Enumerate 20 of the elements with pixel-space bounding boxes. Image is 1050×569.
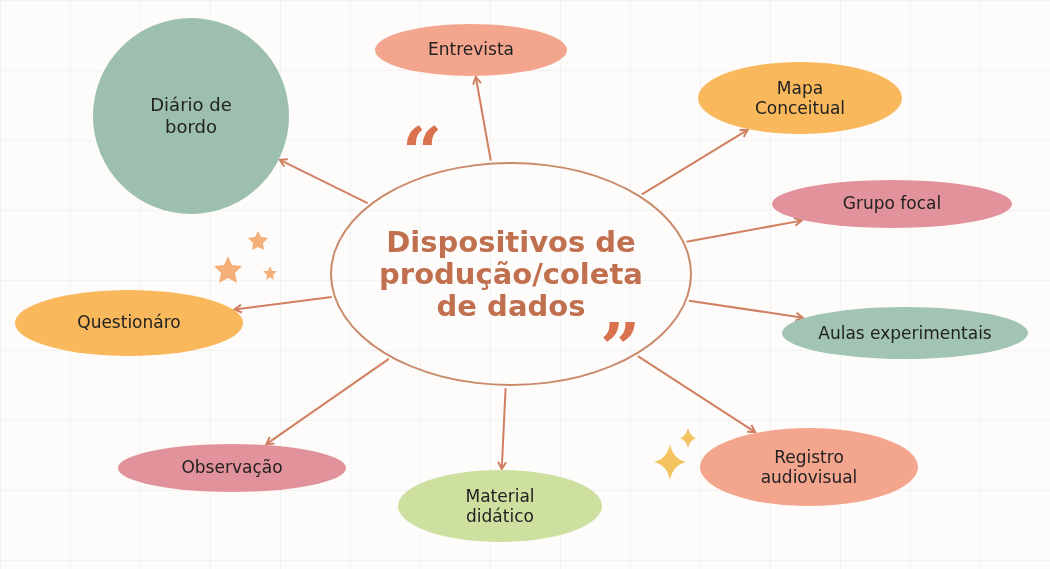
topic-label: Grupo focal	[842, 192, 942, 216]
arrow	[636, 355, 757, 434]
arrow	[497, 386, 508, 470]
arrow	[233, 296, 333, 314]
quote-mark: “	[402, 118, 443, 188]
arrow	[265, 357, 390, 446]
topic-label: Observação	[181, 456, 283, 480]
topic-label: Questionáro	[77, 311, 181, 335]
arrow	[640, 128, 749, 196]
topic-label: Aulas experimentais	[818, 323, 992, 343]
topic-label: Registro audiovisual	[759, 447, 859, 487]
topic-label: Diário de bordo	[149, 94, 233, 138]
topic-label: Entrevista	[428, 38, 514, 62]
arrow	[472, 75, 492, 162]
central-ellipse	[330, 162, 692, 386]
arrow	[685, 216, 803, 243]
arrow	[278, 158, 369, 205]
topic-label: Mapa Conceitual	[753, 78, 847, 118]
arrow	[687, 299, 804, 322]
topic-label: Material didático	[464, 486, 536, 526]
